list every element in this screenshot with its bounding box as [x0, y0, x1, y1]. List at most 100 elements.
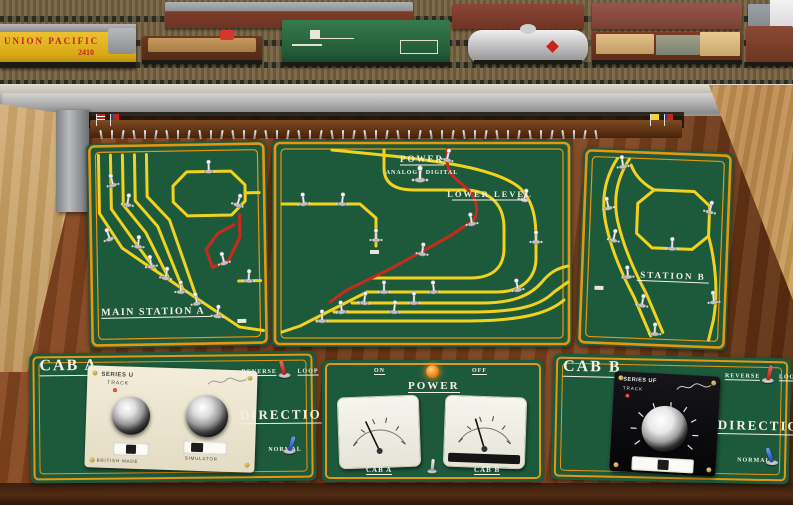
mini-toggle-pin[interactable]: [231, 129, 235, 139]
direction-label: DIRECTION: [717, 416, 793, 436]
track-rail: [0, 80, 793, 86]
mini-toggle-pin[interactable]: [132, 129, 136, 139]
mini-toggle-pin[interactable]: [550, 129, 554, 139]
meter-b-label: CAB B: [474, 466, 501, 475]
mini-toggle-pin[interactable]: [573, 130, 575, 138]
meter-needle: [474, 418, 486, 450]
mini-toggle-pin[interactable]: [429, 129, 433, 139]
script-logo-icon: [676, 383, 712, 390]
mini-toggle-pin[interactable]: [495, 129, 499, 139]
mini-toggle-pin[interactable]: [243, 130, 245, 138]
mini-toggle-pin[interactable]: [540, 130, 542, 138]
boxcar-brown-front: [746, 26, 793, 66]
turnout-switches[interactable]: [595, 153, 727, 338]
mini-toggle-pin[interactable]: [187, 129, 191, 139]
series-uf-label: SERIES UF: [623, 376, 657, 385]
mini-toggle-pin[interactable]: [121, 129, 125, 139]
mini-toggle-pin[interactable]: [594, 129, 598, 139]
mini-toggle-pin[interactable]: [363, 129, 367, 139]
power-title: POWER: [408, 380, 460, 393]
flag-yellow: [650, 114, 659, 126]
reverse-loop-track: [204, 213, 242, 269]
series-u-label: SERIES U: [101, 371, 134, 379]
meter-scale-band: [447, 452, 521, 465]
cab-b-reverse-loop-toggle[interactable]: [759, 364, 777, 386]
mini-toggle-pin[interactable]: [210, 130, 212, 138]
mini-toggle-pin[interactable]: [99, 129, 103, 139]
diagram-panel-lower-level: POWER ANALOG / DIGITAL LOWER LEVEL: [272, 140, 572, 347]
british-made-label: BRITISH MADE: [96, 457, 139, 464]
lower-level-tracks: [280, 148, 570, 334]
reverse-loop-track: [328, 148, 479, 304]
mini-toggle-pin[interactable]: [408, 130, 410, 138]
cab-b-slide-switch[interactable]: [657, 459, 669, 471]
mini-toggle-pin[interactable]: [330, 129, 334, 139]
flag-usa-left: [110, 114, 119, 126]
cab-b-direction-toggle[interactable]: [763, 446, 781, 468]
mini-toggle-pin[interactable]: [154, 129, 158, 139]
lower-level-label: LOWER LEVEL: [447, 189, 533, 199]
simulator-label: SIMULATOR: [184, 455, 218, 462]
analog-digital-label: ANALOG / DIGITAL: [386, 170, 459, 176]
mini-toggle-pin[interactable]: [165, 129, 169, 139]
simulator-slide-switch[interactable]: [190, 442, 204, 453]
mini-toggle-pin[interactable]: [462, 129, 466, 139]
train-shelf: UNION PACIFIC 2410: [0, 0, 793, 92]
mini-toggle-pin[interactable]: [507, 130, 509, 138]
mini-toggle-pin[interactable]: [451, 129, 455, 139]
diagram-panel-main-station-a: MAIN STATION A: [86, 140, 270, 349]
yard-tracks: [96, 153, 266, 333]
mini-toggle-pin[interactable]: [111, 130, 113, 138]
flag-usa-right: [664, 114, 673, 126]
cab-a-panel: CAB A SERIES U TRACK SIMULATOR BRITISH M…: [29, 350, 334, 484]
locomotive-nose: [108, 28, 136, 54]
mini-toggle-pin[interactable]: [309, 130, 311, 138]
mini-toggle-pin[interactable]: [276, 130, 278, 138]
station-b-label: STATION B: [640, 269, 706, 282]
mini-toggle-pin[interactable]: [517, 129, 521, 139]
meter-a-label: CAB A: [366, 466, 393, 475]
mini-toggle-pin[interactable]: [484, 129, 488, 139]
mini-toggle-pin[interactable]: [198, 129, 202, 139]
cab-a-direction-toggle[interactable]: [280, 435, 298, 457]
mini-toggle-pin[interactable]: [342, 130, 344, 138]
cab-select-toggle[interactable]: [425, 458, 439, 476]
white-structure: [770, 0, 793, 32]
power-indicator-lamp: [426, 365, 439, 378]
off-label: OFF: [472, 368, 487, 375]
mini-toggle-pin[interactable]: [144, 130, 146, 138]
mini-toggle-pin[interactable]: [177, 130, 179, 138]
mini-toggle-pin[interactable]: [253, 129, 257, 139]
tank-car-silver: [468, 24, 588, 64]
simulator-switch-plate: [182, 440, 228, 455]
turnout-toggle-strip: [90, 120, 682, 139]
cab-a-second-knob[interactable]: [185, 394, 229, 438]
mini-toggle-pin[interactable]: [220, 129, 224, 139]
cab-a-slide-switch[interactable]: [125, 444, 137, 454]
mini-toggle-pin[interactable]: [297, 129, 301, 139]
mini-toggle-pin[interactable]: [264, 129, 268, 139]
mini-toggle-pin[interactable]: [286, 129, 290, 139]
mini-toggle-pin[interactable]: [474, 130, 476, 138]
mini-toggle-pin[interactable]: [396, 129, 400, 139]
panel-border: [325, 363, 541, 479]
mini-toggle-pin[interactable]: [418, 129, 422, 139]
flag-red-striped: [96, 114, 105, 126]
mini-toggle-pin[interactable]: [561, 129, 565, 139]
cab-a-track-knob[interactable]: [111, 396, 151, 436]
track-led: [112, 388, 118, 393]
cab-b-throttle-unit: SERIES UF TRACK: [609, 370, 721, 477]
mini-toggle-pin[interactable]: [375, 130, 377, 138]
diagram-panel-station-b: STATION B: [576, 147, 734, 351]
mini-toggle-pin[interactable]: [528, 129, 532, 139]
mini-toggle-pin[interactable]: [583, 129, 587, 139]
direction-label: DIRECTION: [239, 406, 334, 425]
station-b-tracks: [602, 156, 718, 342]
mini-toggle-pin[interactable]: [441, 130, 443, 138]
power-panel: ON OFF POWER: [322, 360, 544, 482]
mini-toggle-pin[interactable]: [385, 129, 389, 139]
mini-toggle-pin[interactable]: [319, 129, 323, 139]
mini-toggle-pin[interactable]: [352, 129, 356, 139]
cab-a-reverse-loop-toggle[interactable]: [275, 359, 293, 381]
meter-needle: [364, 421, 381, 452]
